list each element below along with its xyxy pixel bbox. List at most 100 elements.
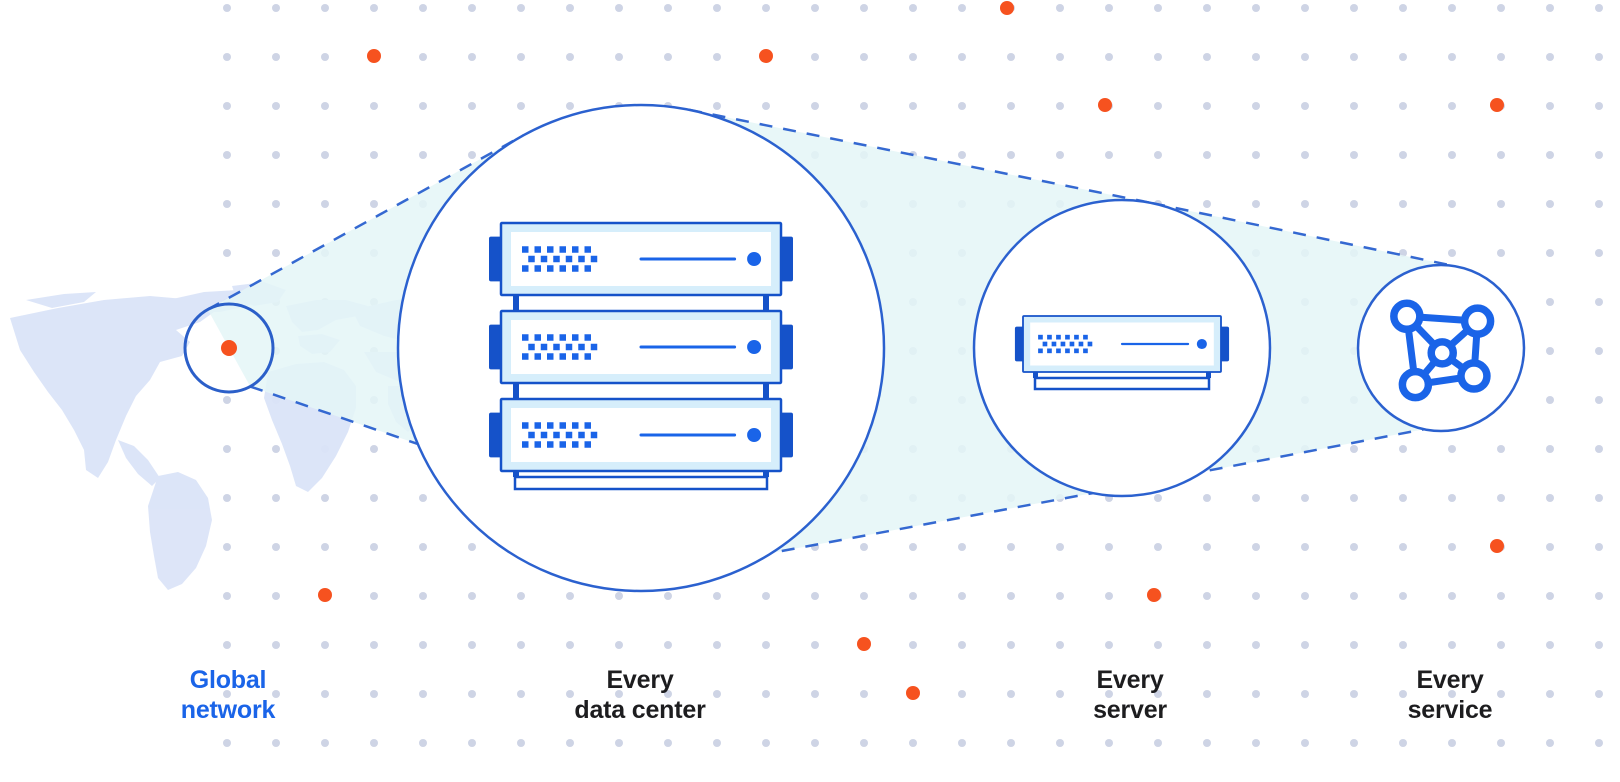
server-vent-square bbox=[1047, 334, 1052, 340]
grid-dot bbox=[1497, 494, 1505, 502]
grid-dot bbox=[223, 592, 231, 600]
server-vent-square bbox=[522, 265, 529, 272]
node-disc-outline bbox=[1356, 263, 1526, 433]
grid-dot bbox=[958, 641, 966, 649]
grid-dot bbox=[1546, 592, 1554, 600]
grid-dot bbox=[1595, 151, 1603, 159]
server-vent-square bbox=[1069, 341, 1075, 347]
server-vent-square bbox=[584, 265, 591, 272]
server-vent-square bbox=[1051, 341, 1057, 347]
server-vent-square bbox=[540, 255, 548, 263]
server-vent-square bbox=[572, 334, 579, 341]
rack-unit bbox=[489, 309, 793, 385]
grid-dot bbox=[517, 641, 525, 649]
grid-dot bbox=[811, 592, 819, 600]
grid-dot bbox=[909, 543, 917, 551]
grid-dot bbox=[1546, 298, 1554, 306]
grid-dot bbox=[566, 592, 574, 600]
grid-dot bbox=[321, 543, 329, 551]
server-vent-square bbox=[559, 441, 566, 448]
server-vent-square bbox=[1087, 341, 1093, 347]
grid-dot bbox=[517, 102, 525, 110]
server-vent-square bbox=[534, 265, 541, 272]
grid-dot bbox=[468, 543, 476, 551]
grid-dot bbox=[370, 739, 378, 747]
grid-dot bbox=[1350, 53, 1358, 61]
grid-dot bbox=[272, 102, 280, 110]
server-vent-square bbox=[1074, 348, 1079, 354]
grid-dot bbox=[1154, 641, 1162, 649]
grid-dot bbox=[958, 543, 966, 551]
node-service bbox=[1356, 263, 1526, 433]
grid-dot bbox=[1595, 445, 1603, 453]
accent-dot bbox=[1000, 1, 1014, 15]
accent-dot bbox=[1147, 588, 1161, 602]
grid-dot bbox=[1546, 249, 1554, 257]
grid-dot bbox=[1007, 53, 1015, 61]
server-vent-square bbox=[553, 255, 560, 263]
grid-dot bbox=[419, 494, 427, 502]
grid-dot bbox=[1056, 102, 1064, 110]
grid-dot bbox=[1252, 690, 1260, 698]
server-vent-square bbox=[559, 422, 566, 429]
grid-dot bbox=[1546, 53, 1554, 61]
node-globe bbox=[183, 302, 275, 394]
grid-dot bbox=[909, 53, 917, 61]
grid-dot bbox=[1252, 53, 1260, 61]
grid-dot bbox=[860, 592, 868, 600]
server-vent-square bbox=[1074, 334, 1079, 340]
grid-dot bbox=[1105, 641, 1113, 649]
server-vent-square bbox=[584, 353, 591, 360]
grid-dot bbox=[1056, 690, 1064, 698]
grid-dot bbox=[1595, 102, 1603, 110]
dashed-connector bbox=[688, 108, 1152, 205]
grid-dot bbox=[1546, 690, 1554, 698]
grid-dot bbox=[1448, 53, 1456, 61]
rack-rail-left bbox=[513, 295, 519, 311]
server-vent-square bbox=[572, 353, 579, 360]
network-node bbox=[1427, 338, 1457, 368]
grid-dot bbox=[1154, 690, 1162, 698]
grid-dot bbox=[1056, 641, 1064, 649]
grid-dot bbox=[958, 690, 966, 698]
grid-dot bbox=[1546, 641, 1554, 649]
grid-dot bbox=[272, 4, 280, 12]
grid-dot bbox=[1546, 151, 1554, 159]
grid-dot bbox=[1546, 445, 1554, 453]
grid-dot bbox=[321, 690, 329, 698]
grid-dot bbox=[1056, 53, 1064, 61]
grid-dot bbox=[370, 690, 378, 698]
grid-dot bbox=[468, 4, 476, 12]
server-base-rail-left bbox=[1033, 372, 1038, 378]
rack-rail-left bbox=[513, 383, 519, 399]
grid-dot bbox=[1154, 543, 1162, 551]
grid-dot bbox=[1546, 396, 1554, 404]
grid-dot bbox=[664, 592, 672, 600]
grid-dot bbox=[1007, 592, 1015, 600]
grid-dot bbox=[1448, 641, 1456, 649]
accent-dot bbox=[906, 686, 920, 700]
grid-dot bbox=[1546, 102, 1554, 110]
grid-dot bbox=[1252, 151, 1260, 159]
accent-dots bbox=[318, 1, 1504, 700]
grid-dot bbox=[1154, 151, 1162, 159]
grid-dot bbox=[1203, 641, 1211, 649]
grid-dot bbox=[468, 739, 476, 747]
grid-dot bbox=[272, 445, 280, 453]
server-vent-square bbox=[1083, 348, 1088, 354]
node-disc-outline bbox=[972, 198, 1272, 498]
server-vent-square bbox=[528, 343, 535, 351]
grid-dot bbox=[566, 102, 574, 110]
grid-dot bbox=[321, 53, 329, 61]
grid-dot bbox=[223, 739, 231, 747]
server-vent-square bbox=[534, 246, 541, 253]
grid-dot bbox=[811, 739, 819, 747]
server-vent-square bbox=[547, 422, 554, 429]
server-vent-square bbox=[534, 441, 541, 448]
accent-dot bbox=[1490, 98, 1504, 112]
grid-dot bbox=[370, 102, 378, 110]
grid-dot bbox=[713, 102, 721, 110]
server-vent-square bbox=[547, 353, 554, 360]
grid-dot bbox=[1007, 739, 1015, 747]
grid-dot bbox=[1203, 592, 1211, 600]
